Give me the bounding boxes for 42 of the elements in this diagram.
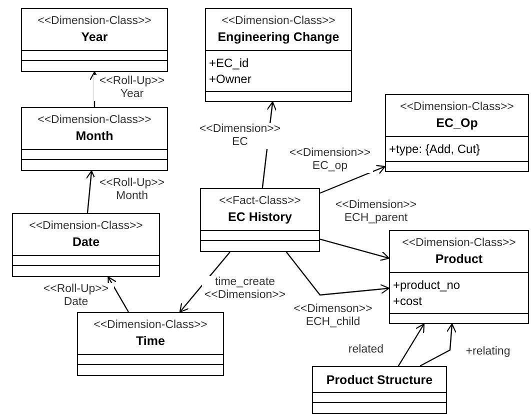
attribute: +type: {Add, Cut} — [389, 141, 482, 157]
class-box — [21, 107, 168, 171]
class-box — [77, 312, 224, 376]
class-box — [385, 94, 529, 172]
class-box — [12, 213, 160, 277]
class-name: Date — [72, 234, 100, 250]
class-box — [205, 8, 352, 102]
arrow — [320, 164, 386, 194]
arrow — [320, 238, 390, 261]
class-name: EC History — [228, 209, 292, 225]
edge-label: +relating — [464, 346, 512, 358]
attribute: +EC_id — [209, 55, 250, 71]
attribute: +Owner — [209, 71, 252, 87]
edge-label: <<Dimension>> EC_op — [287, 147, 373, 173]
stereotype: <<Fact-Class>> — [219, 194, 301, 209]
class-name: Time — [136, 333, 165, 349]
arrow — [286, 252, 390, 296]
class-box — [21, 8, 168, 72]
attribute: +cost — [393, 293, 424, 309]
class-name: EC_Op — [436, 115, 478, 131]
class-name: Engineering Change — [218, 29, 340, 45]
edge-label: <<Dimension>> EC — [197, 123, 283, 149]
stereotype: <<Dimension-Class>> — [29, 219, 143, 234]
arrow — [398, 323, 425, 366]
class-box — [200, 188, 320, 252]
stereotype: <<Dimension-Class>> — [38, 14, 152, 29]
stereotype: <<Dimension-Class>> — [94, 318, 208, 333]
edge-label: <<Dimension>> ECH_parent — [333, 199, 419, 225]
stereotype: <<Dimension-Class>> — [222, 14, 336, 29]
stereotype: <<Dimension-Class>> — [38, 113, 152, 128]
class-name: Month — [76, 128, 114, 144]
arrow — [86, 170, 96, 214]
class-name: Year — [81, 29, 108, 45]
stereotype: <<Dimension-Class>> — [400, 100, 514, 115]
stereotype: <<Dimension-Class>> — [402, 236, 516, 251]
class-name: Product — [435, 251, 483, 267]
arrow — [420, 323, 456, 367]
class-box — [312, 366, 447, 414]
class-box — [389, 230, 529, 324]
attribute: +product_no — [393, 277, 462, 293]
class-name: Product Structure — [326, 372, 433, 388]
arrow — [108, 276, 129, 312]
